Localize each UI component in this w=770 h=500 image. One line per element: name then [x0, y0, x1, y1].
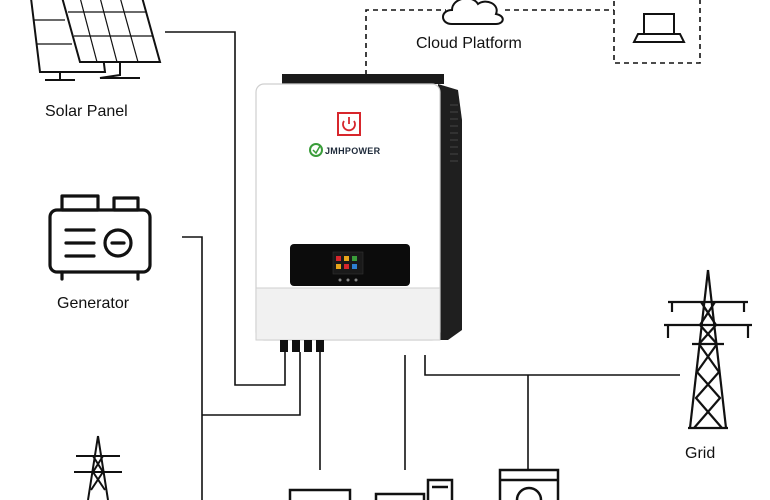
inverter-bottom [255, 287, 441, 341]
inverter-bracket [282, 74, 444, 84]
logo-icon [309, 143, 323, 157]
generator-icon [48, 194, 152, 281]
inverter-side [438, 84, 462, 340]
generator-label: Generator [57, 295, 130, 312]
inverter-vents [450, 104, 458, 162]
grid-connection [424, 355, 680, 376]
transmission-tower-icon-2 [74, 435, 122, 500]
screen-segments [336, 256, 357, 269]
computer-icon [374, 478, 454, 500]
transmission-tower-icon [664, 269, 752, 430]
solar-panel-label: Solar Panel [45, 103, 128, 120]
laptop-frame [613, 0, 701, 64]
status-leds [338, 278, 358, 282]
connection-lines [165, 31, 680, 500]
inverter-terminals [280, 340, 324, 352]
inverter: JMHPOWER [255, 74, 462, 352]
solar-connection [165, 31, 286, 386]
inverter-brand: JMHPOWER [325, 146, 381, 156]
generator-connection [182, 236, 203, 500]
grid-label: Grid [685, 445, 715, 462]
cloud-link-inverter [365, 9, 446, 75]
cloud-icon [442, 0, 504, 25]
laptop-icon [632, 13, 686, 43]
cloud-platform-label: Cloud Platform [416, 35, 522, 52]
inverter-screen [332, 251, 364, 275]
battery-icon [288, 488, 352, 500]
solar-panel-icon [30, 0, 162, 81]
power-button-icon[interactable] [337, 112, 361, 136]
generator-inverter-line [202, 352, 301, 416]
washing-machine-icon [498, 468, 560, 500]
cloud-links [365, 0, 701, 75]
